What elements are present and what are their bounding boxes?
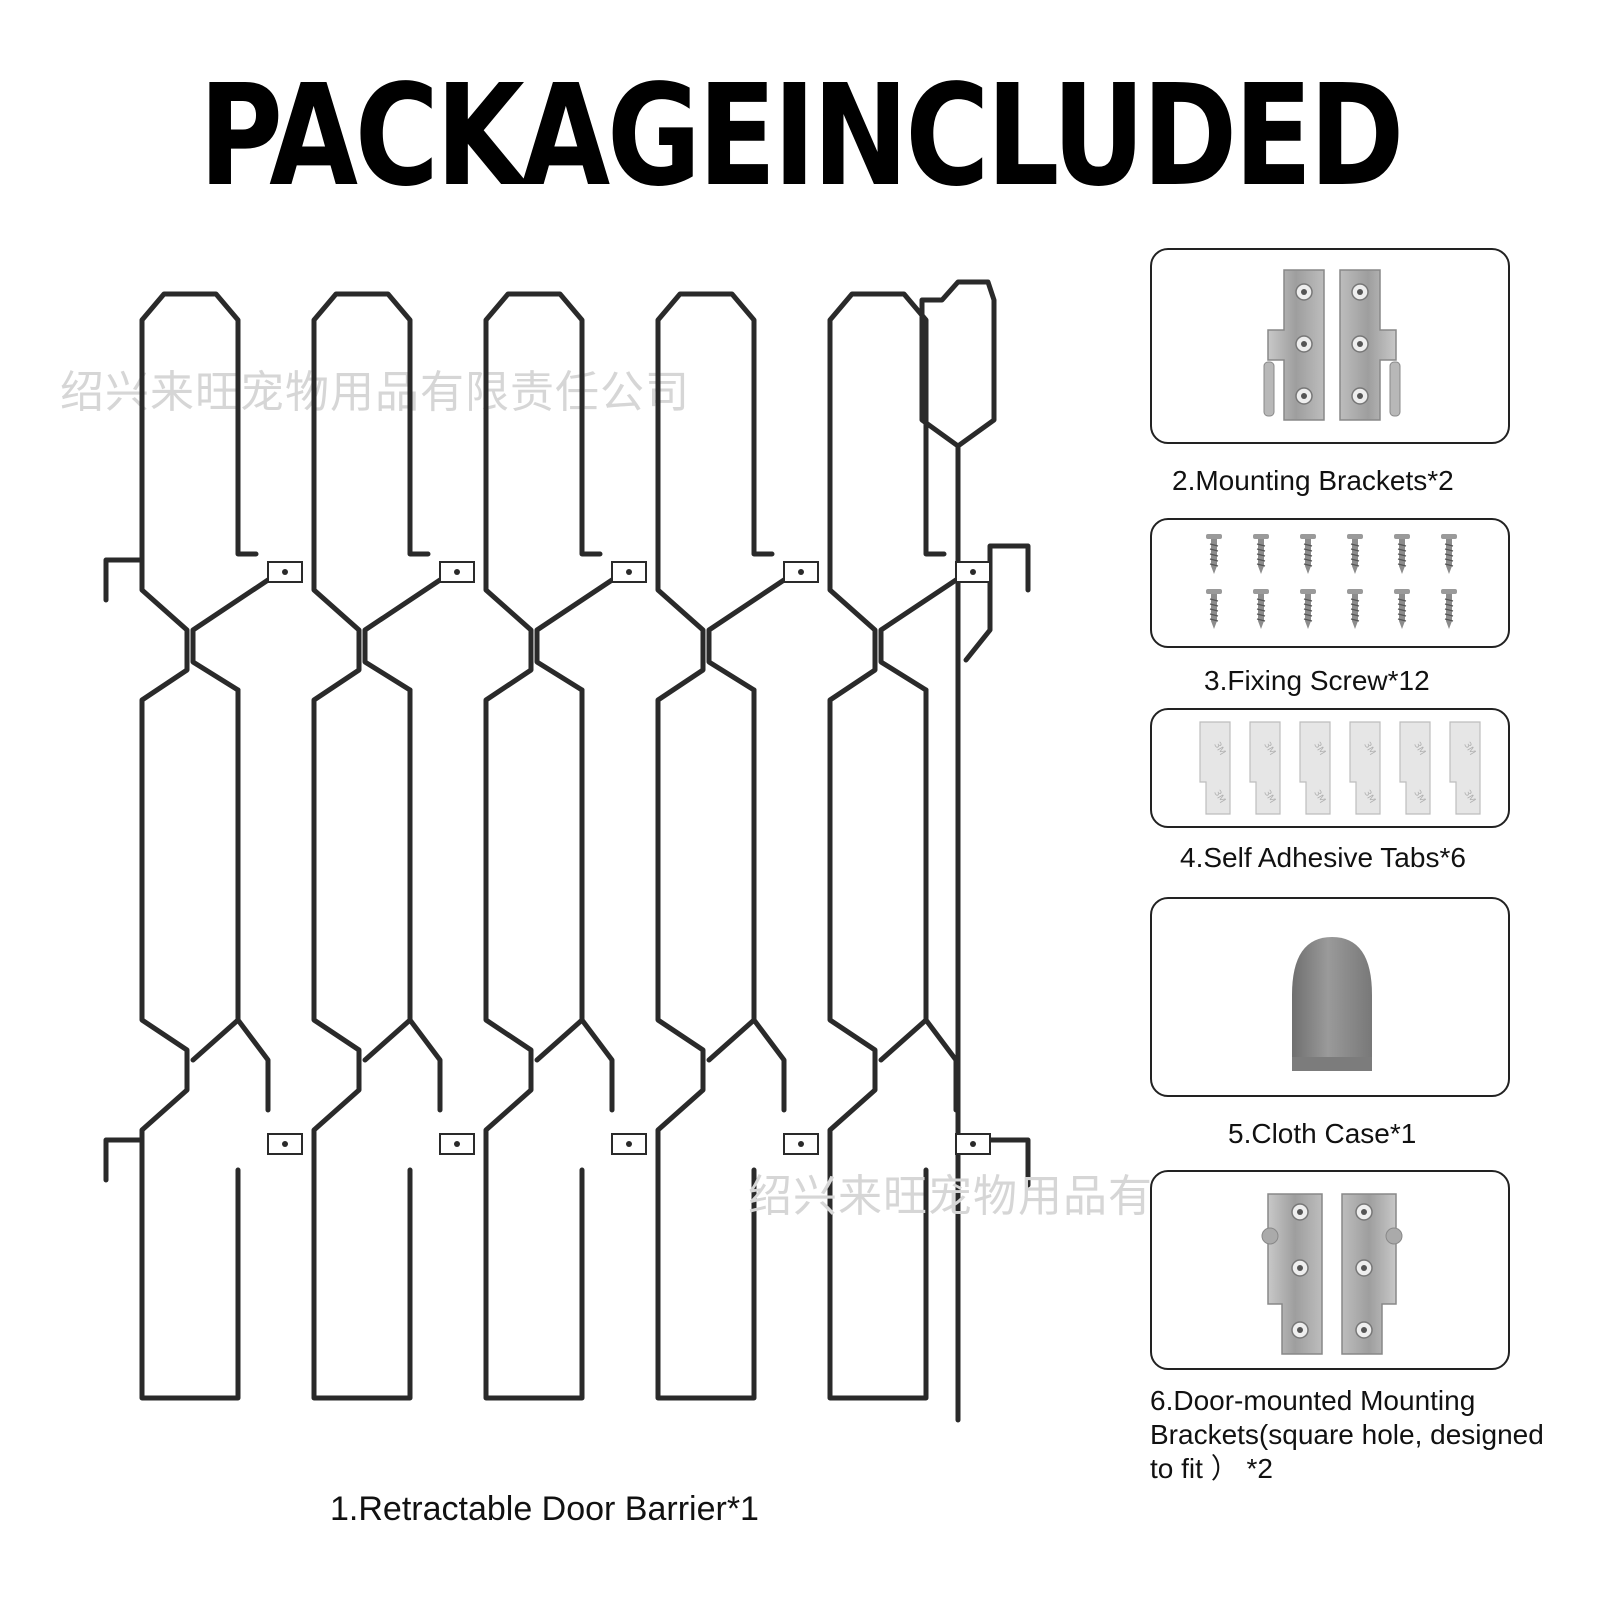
- page-title: PACKAGEINCLUDED: [198, 55, 1405, 218]
- card-cloth-case: [1150, 897, 1510, 1097]
- screw: [1347, 534, 1363, 574]
- barrier-zigzag-bar: [827, 547, 929, 1401]
- barrier-left-hook: [103, 557, 143, 603]
- card-door-brackets: [1150, 1170, 1510, 1370]
- barrier-cross-link: [235, 1017, 271, 1113]
- metal-bracket-icon: [1263, 269, 1401, 421]
- barrier-cross-link: [190, 577, 271, 693]
- item-label-fixing-screw: 3.Fixing Screw*12: [1204, 665, 1430, 696]
- barrier-zigzag-edge: [362, 687, 413, 1063]
- barrier-zigzag-edge: [878, 687, 929, 1063]
- door-bracket: [1261, 1193, 1323, 1355]
- cloth-cap-icon: [1292, 937, 1372, 1071]
- barrier-top-paddle: [311, 291, 431, 557]
- barrier-zigzag-edge: [534, 687, 585, 1063]
- screw: [1347, 589, 1363, 629]
- barrier-rivet: [970, 1141, 976, 1147]
- barrier-zigzag-edge: [706, 687, 757, 1063]
- screw: [1300, 589, 1316, 629]
- door-bracket: [1341, 1193, 1403, 1355]
- barrier-rivet: [454, 1141, 460, 1147]
- screw: [1206, 589, 1222, 629]
- barrier-cross-link: [407, 1017, 443, 1113]
- barrier-zigzag-bar: [655, 547, 757, 1401]
- screw: [1441, 589, 1457, 629]
- barrier-cross-link: [362, 577, 443, 693]
- barrier-zigzag-bar: [483, 547, 585, 1401]
- barrier-cross-link: [878, 577, 959, 693]
- barrier-rivet: [282, 569, 288, 575]
- wire-barrier-icon: [103, 279, 1031, 1423]
- barrier-cross-link: [534, 577, 615, 693]
- screw: [1253, 589, 1269, 629]
- barrier-cross-link: [751, 1017, 787, 1113]
- barrier-right-hook: [987, 543, 1031, 593]
- screw: [1441, 534, 1457, 574]
- barrier-cross-link: [706, 577, 787, 693]
- barrier-rivet: [454, 569, 460, 575]
- screw: [1253, 534, 1269, 574]
- item-label-cloth-case: 5.Cloth Case*1: [1228, 1118, 1417, 1149]
- barrier-rivet: [970, 569, 976, 575]
- barrier-rivet: [798, 1141, 804, 1147]
- barrier-rivet: [798, 569, 804, 575]
- screw: [1300, 534, 1316, 574]
- door-bracket-icon: [1261, 1193, 1403, 1355]
- screw: [1206, 534, 1222, 574]
- barrier-zigzag-bar: [311, 547, 413, 1401]
- screw-icon: [1206, 534, 1457, 629]
- barrier-zigzag-edge: [190, 687, 241, 1063]
- barrier-top-paddle: [655, 291, 775, 557]
- barrier-zigzag-bar: [139, 547, 241, 1401]
- item-label-barrier: 1.Retractable Door Barrier*1: [330, 1490, 759, 1528]
- barrier-cross-link: [579, 1017, 615, 1113]
- screw: [1394, 534, 1410, 574]
- barrier-rivet: [282, 1141, 288, 1147]
- barrier-top-paddle: [139, 291, 259, 557]
- barrier-top-paddle: [827, 291, 947, 557]
- item-label-mounting-brackets: 2.Mounting Brackets*2: [1172, 465, 1454, 496]
- card-fixing-screws: [1150, 518, 1510, 648]
- barrier-left-hook: [103, 1137, 143, 1183]
- barrier-rivet: [626, 569, 632, 575]
- barrier-end-kite: [919, 279, 997, 449]
- item-label-door-brackets: 6.Door-mounted Mounting Brackets(square …: [1150, 1385, 1544, 1484]
- barrier-cross-link: [923, 1017, 959, 1113]
- barrier-rivet: [626, 1141, 632, 1147]
- card-mounting-brackets: [1150, 248, 1510, 444]
- metal-bracket: [1339, 269, 1401, 421]
- screw: [1394, 589, 1410, 629]
- item-label-adhesive-tabs: 4.Self Adhesive Tabs*6: [1180, 842, 1466, 873]
- metal-bracket: [1263, 269, 1325, 421]
- barrier-top-paddle: [483, 291, 603, 557]
